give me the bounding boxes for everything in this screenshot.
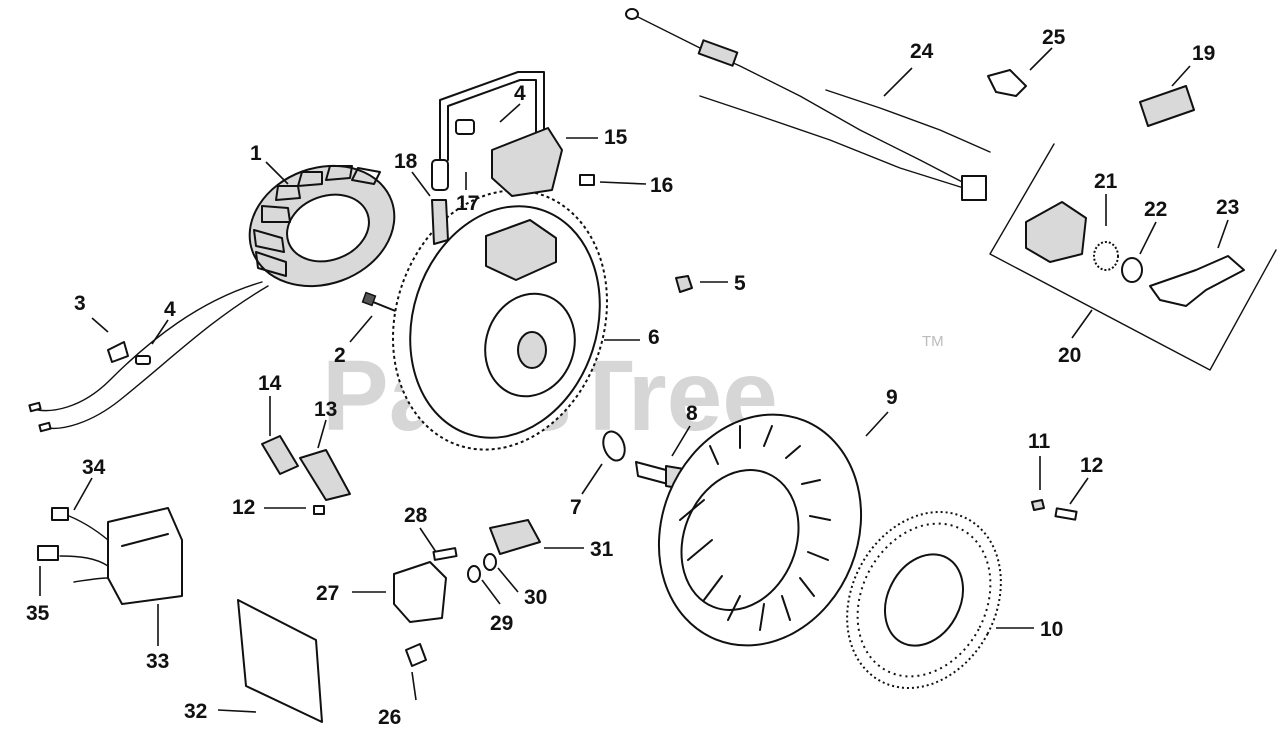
callout-11: 11 xyxy=(1028,430,1051,453)
callout-4-left: 4 xyxy=(164,298,176,321)
callout-16: 16 xyxy=(650,174,673,197)
callout-7: 7 xyxy=(570,496,582,519)
nut-screw-right xyxy=(1031,499,1078,521)
callout-17: 17 xyxy=(456,192,479,215)
callout-8: 8 xyxy=(686,402,698,425)
callout-29: 29 xyxy=(490,612,513,635)
clip-3 xyxy=(107,341,151,365)
fan xyxy=(657,413,863,647)
wire-harness xyxy=(625,8,991,201)
clip-26 xyxy=(405,643,427,667)
callouts: 1 3 4 2 4 15 16 17 18 5 6 8 7 9 10 11 12… xyxy=(26,26,1239,729)
callout-19: 19 xyxy=(1192,42,1215,65)
callout-2: 2 xyxy=(334,344,346,367)
callout-1: 1 xyxy=(250,142,262,165)
ignition-module xyxy=(431,71,595,245)
callout-32: 32 xyxy=(184,700,207,723)
callout-5: 5 xyxy=(734,272,746,295)
callout-10: 10 xyxy=(1040,618,1063,641)
callout-35: 35 xyxy=(26,602,50,625)
callout-9: 9 xyxy=(886,386,898,409)
connector-19 xyxy=(1139,85,1195,127)
callout-14: 14 xyxy=(258,372,282,395)
callout-26: 26 xyxy=(378,706,401,729)
callout-6: 6 xyxy=(648,326,660,349)
callout-12-left: 12 xyxy=(232,496,255,519)
flywheel xyxy=(392,189,608,451)
callout-24: 24 xyxy=(910,40,934,63)
callout-23: 23 xyxy=(1216,196,1239,219)
callout-13: 13 xyxy=(314,398,337,421)
callout-18: 18 xyxy=(394,150,418,173)
plate-32 xyxy=(237,599,323,723)
callout-34: 34 xyxy=(82,456,106,479)
screen xyxy=(846,511,1002,689)
plates xyxy=(261,435,351,501)
clamp-25 xyxy=(987,69,1027,97)
callout-12-right: 12 xyxy=(1080,454,1103,477)
callout-33: 33 xyxy=(146,650,169,673)
callout-15: 15 xyxy=(604,126,628,149)
callout-3: 3 xyxy=(74,292,86,315)
callout-21: 21 xyxy=(1094,170,1118,193)
callout-20: 20 xyxy=(1058,344,1081,367)
callout-27: 27 xyxy=(316,582,339,605)
bolt-2 xyxy=(361,291,399,313)
callout-25: 25 xyxy=(1042,26,1066,49)
nut-5 xyxy=(675,275,693,293)
watermark-trademark: TM xyxy=(922,333,944,350)
callout-30: 30 xyxy=(524,586,547,609)
stator xyxy=(28,164,396,433)
callout-4-top: 4 xyxy=(514,82,526,105)
callout-28: 28 xyxy=(404,504,428,527)
key-switch-assembly xyxy=(989,143,1277,371)
switch-parts xyxy=(393,519,541,623)
callout-22: 22 xyxy=(1144,198,1167,221)
screw-12 xyxy=(313,505,325,515)
leader-lines xyxy=(39,47,1229,713)
callout-31: 31 xyxy=(590,538,614,561)
rectifier xyxy=(37,507,183,605)
